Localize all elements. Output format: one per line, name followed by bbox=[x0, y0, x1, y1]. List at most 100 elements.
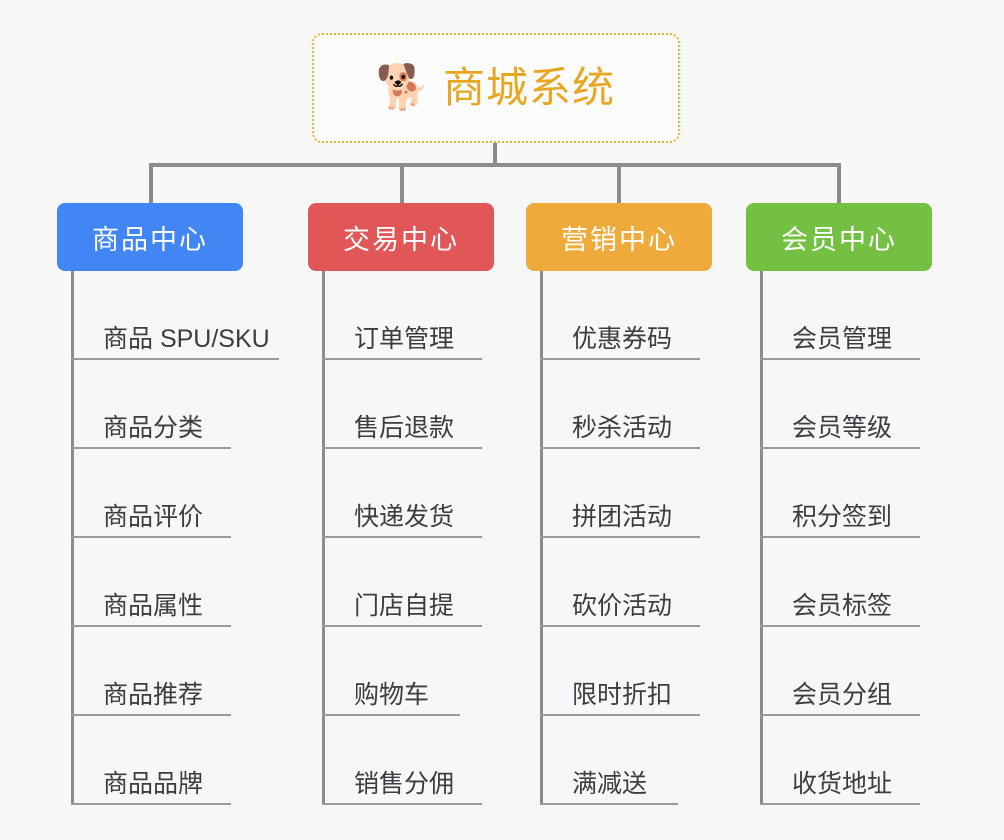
leaf-item[interactable]: 商品品牌 bbox=[57, 716, 305, 805]
leaf-underline bbox=[540, 358, 700, 360]
branch-header-trade-center[interactable]: 交易中心 bbox=[308, 203, 494, 271]
leaf-label: 限时折扣 bbox=[572, 681, 673, 710]
leaf-item[interactable]: 销售分佣 bbox=[308, 716, 523, 805]
leaf-label: 商品分类 bbox=[103, 414, 204, 443]
leaf-item[interactable]: 收货地址 bbox=[746, 716, 961, 805]
branch-column-marketing-center: 营销中心 优惠券码 秒杀活动 拼团活动 砍价活动 bbox=[526, 203, 741, 805]
leaf-underline bbox=[71, 803, 231, 805]
leaf-underline bbox=[540, 714, 700, 716]
leaf-stem bbox=[322, 271, 325, 805]
leaf-item[interactable]: 限时折扣 bbox=[526, 627, 741, 716]
leaf-underline bbox=[322, 625, 482, 627]
leaf-underline bbox=[71, 536, 231, 538]
root-title: 商城系统 bbox=[442, 64, 615, 111]
leaf-label: 砍价活动 bbox=[572, 592, 673, 621]
leaf-item[interactable]: 会员标签 bbox=[746, 538, 961, 627]
leaf-label: 收货地址 bbox=[792, 770, 893, 799]
leaf-underline bbox=[760, 625, 920, 627]
leaf-item[interactable]: 商品 SPU/SKU bbox=[57, 271, 305, 360]
leaf-list-marketing-center: 优惠券码 秒杀活动 拼团活动 砍价活动 限时折扣 bbox=[526, 271, 741, 805]
leaf-underline bbox=[71, 714, 231, 716]
leaf-list-member-center: 会员管理 会员等级 积分签到 会员标签 会员分组 bbox=[746, 271, 961, 805]
leaf-label: 商品属性 bbox=[103, 592, 204, 621]
leaf-label: 会员管理 bbox=[792, 325, 893, 354]
leaf-underline bbox=[760, 536, 920, 538]
leaf-label: 拼团活动 bbox=[572, 503, 673, 532]
leaf-item[interactable]: 拼团活动 bbox=[526, 449, 741, 538]
root-node[interactable]: 🐕 商城系统 bbox=[312, 33, 680, 143]
branch-header-label: 会员中心 bbox=[781, 224, 897, 255]
leaf-underline bbox=[760, 714, 920, 716]
leaf-item[interactable]: 订单管理 bbox=[308, 271, 523, 360]
branch-header-label: 交易中心 bbox=[343, 224, 459, 255]
leaf-item[interactable]: 会员等级 bbox=[746, 360, 961, 449]
connector-root-vertical bbox=[493, 143, 497, 165]
leaf-stem bbox=[540, 271, 543, 805]
leaf-item[interactable]: 门店自提 bbox=[308, 538, 523, 627]
leaf-underline bbox=[760, 447, 920, 449]
branch-header-marketing-center[interactable]: 营销中心 bbox=[526, 203, 712, 271]
connector-branch-drop-3 bbox=[617, 163, 621, 203]
leaf-item[interactable]: 秒杀活动 bbox=[526, 360, 741, 449]
leaf-label: 购物车 bbox=[354, 681, 430, 710]
leaf-stem bbox=[760, 271, 763, 805]
leaf-item[interactable]: 商品推荐 bbox=[57, 627, 305, 716]
leaf-item[interactable]: 快递发货 bbox=[308, 449, 523, 538]
leaf-label: 销售分佣 bbox=[354, 770, 455, 799]
leaf-label: 快递发货 bbox=[354, 503, 455, 532]
leaf-underline bbox=[322, 714, 460, 716]
leaf-label: 秒杀活动 bbox=[572, 414, 673, 443]
leaf-underline bbox=[322, 447, 482, 449]
connector-branch-drop-4 bbox=[837, 163, 841, 203]
leaf-item[interactable]: 会员管理 bbox=[746, 271, 961, 360]
leaf-item[interactable]: 优惠券码 bbox=[526, 271, 741, 360]
shiba-dog-face-icon: 🐕 bbox=[375, 63, 431, 112]
leaf-underline bbox=[760, 803, 920, 805]
leaf-item[interactable]: 售后退款 bbox=[308, 360, 523, 449]
branch-header-label: 营销中心 bbox=[561, 224, 677, 255]
leaf-stem bbox=[71, 271, 74, 805]
leaf-label: 商品品牌 bbox=[103, 770, 204, 799]
leaf-label: 会员等级 bbox=[792, 414, 893, 443]
branch-column-trade-center: 交易中心 订单管理 售后退款 快递发货 门店自提 bbox=[308, 203, 523, 805]
leaf-item[interactable]: 满减送 bbox=[526, 716, 741, 805]
connector-horizontal-bar bbox=[149, 163, 841, 167]
branch-header-product-center[interactable]: 商品中心 bbox=[57, 203, 243, 271]
branch-header-member-center[interactable]: 会员中心 bbox=[746, 203, 932, 271]
leaf-underline bbox=[322, 358, 482, 360]
leaf-label: 会员分组 bbox=[792, 681, 893, 710]
leaf-list-product-center: 商品 SPU/SKU 商品分类 商品评价 商品属性 商品推荐 bbox=[57, 271, 305, 805]
connector-branch-drop-1 bbox=[149, 163, 153, 203]
leaf-item[interactable]: 积分签到 bbox=[746, 449, 961, 538]
leaf-label: 会员标签 bbox=[792, 592, 893, 621]
leaf-label: 订单管理 bbox=[354, 325, 455, 354]
leaf-label: 门店自提 bbox=[354, 592, 455, 621]
leaf-underline bbox=[540, 625, 700, 627]
leaf-item[interactable]: 砍价活动 bbox=[526, 538, 741, 627]
leaf-underline bbox=[322, 803, 482, 805]
leaf-underline bbox=[71, 625, 231, 627]
leaf-underline bbox=[540, 447, 700, 449]
leaf-underline bbox=[540, 536, 700, 538]
leaf-underline bbox=[760, 358, 920, 360]
branch-column-member-center: 会员中心 会员管理 会员等级 积分签到 会员标签 bbox=[746, 203, 961, 805]
leaf-item[interactable]: 商品分类 bbox=[57, 360, 305, 449]
leaf-item[interactable]: 商品评价 bbox=[57, 449, 305, 538]
leaf-item[interactable]: 购物车 bbox=[308, 627, 523, 716]
leaf-label: 商品评价 bbox=[103, 503, 204, 532]
leaf-label: 优惠券码 bbox=[572, 325, 673, 354]
leaf-underline bbox=[322, 536, 482, 538]
branch-column-product-center: 商品中心 商品 SPU/SKU 商品分类 商品评价 商品属性 bbox=[57, 203, 305, 805]
leaf-underline bbox=[71, 447, 231, 449]
leaf-label: 积分签到 bbox=[792, 503, 893, 532]
leaf-item[interactable]: 会员分组 bbox=[746, 627, 961, 716]
leaf-list-trade-center: 订单管理 售后退款 快递发货 门店自提 购物车 bbox=[308, 271, 523, 805]
leaf-label: 商品推荐 bbox=[103, 681, 204, 710]
leaf-item[interactable]: 商品属性 bbox=[57, 538, 305, 627]
leaf-underline bbox=[540, 803, 678, 805]
leaf-underline bbox=[71, 358, 279, 360]
branch-header-label: 商品中心 bbox=[92, 224, 208, 255]
connector-branch-drop-2 bbox=[400, 163, 404, 203]
leaf-label: 售后退款 bbox=[354, 414, 455, 443]
